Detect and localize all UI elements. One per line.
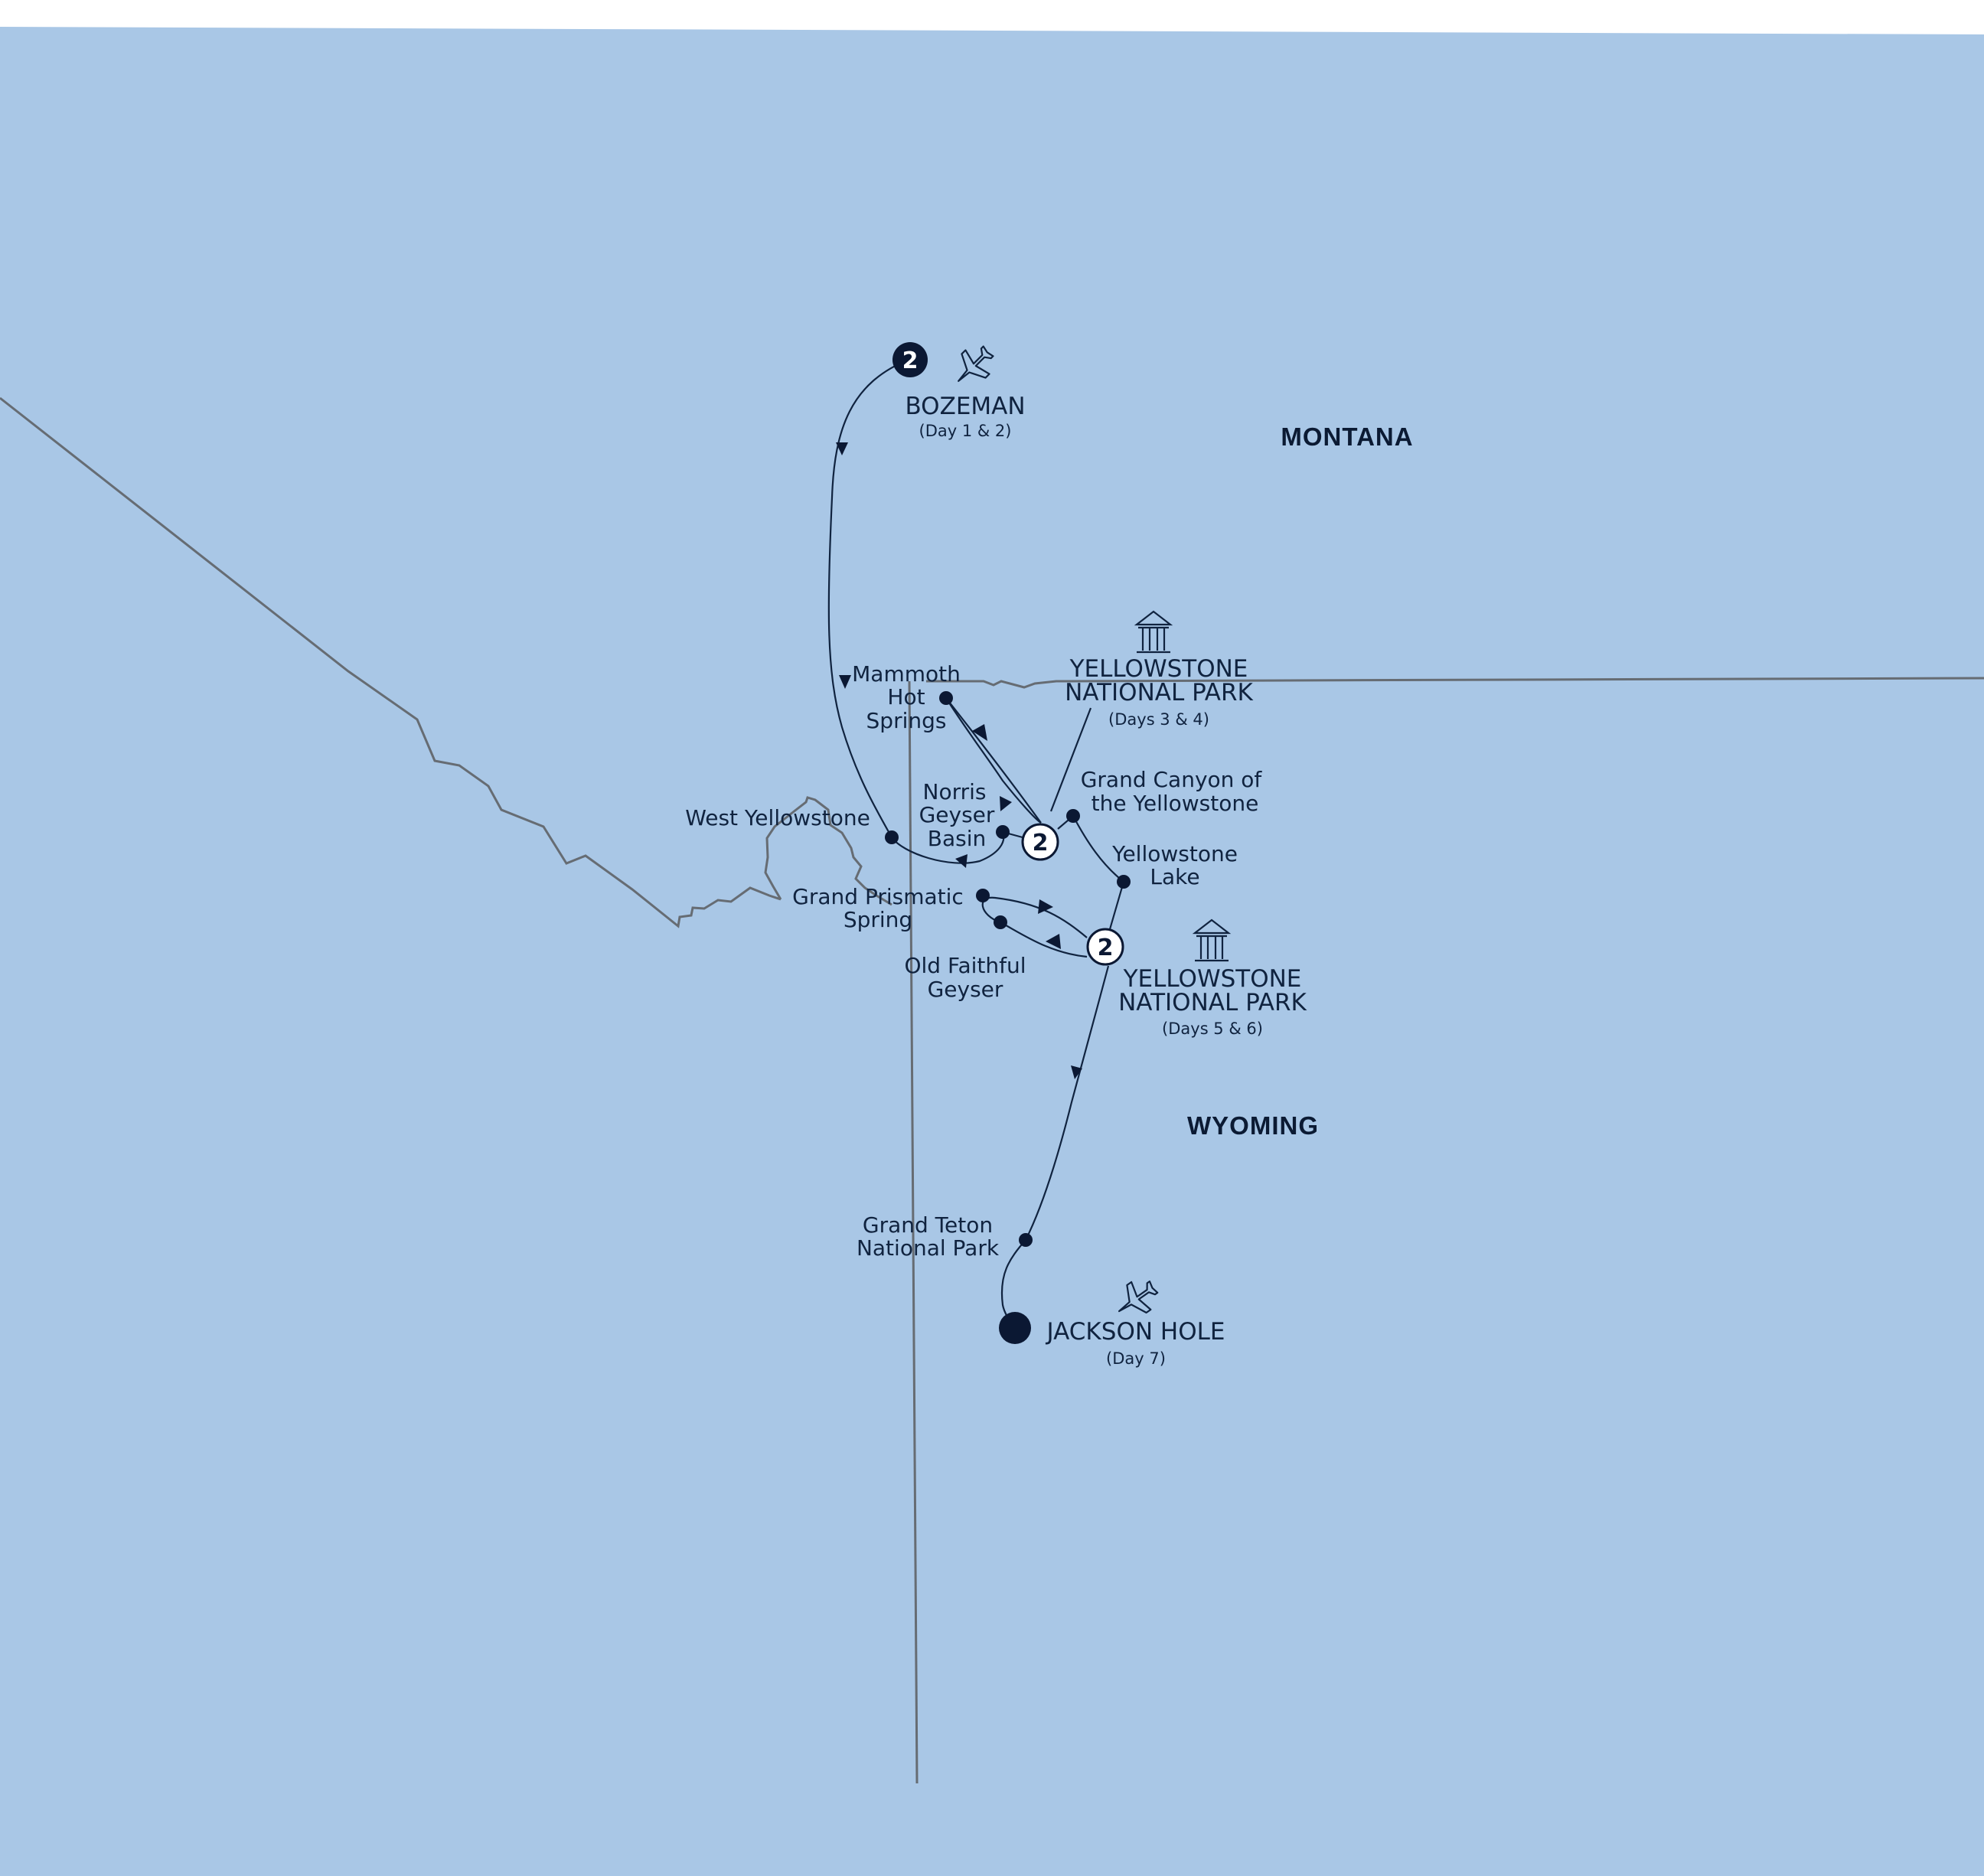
jackson-hole-label: JACKSON HOLE: [1046, 1318, 1225, 1346]
route-bozeman-west-yellowstone: [827, 358, 909, 838]
overnight-marker-park-north: 2: [1021, 823, 1059, 861]
bozeman-start-circle: [892, 342, 928, 377]
stop-label-grand-prismatic: Grand Prismatic Spring: [792, 884, 964, 932]
park-north-circle: [1021, 823, 1059, 861]
norris-label-line3: Basin: [928, 826, 986, 851]
old-faithful-label-line2: Geyser: [928, 977, 1003, 1002]
park-south-days: (Days 5 & 6): [1162, 1020, 1263, 1038]
route: [827, 358, 1125, 1329]
stop-marker-grand-prismatic: [976, 889, 990, 902]
route-grand-canyon-lake: [1072, 815, 1124, 883]
jackson-hole-end-marker: [999, 1312, 1031, 1344]
arrow-7: [1046, 934, 1061, 949]
stop-label-west-yellowstone: West Yellowstone: [685, 805, 870, 830]
idaho-montana-border: [0, 396, 782, 928]
stop-marker-grand-canyon: [1066, 809, 1080, 823]
grand-prismatic-label-line1: Grand Prismatic: [792, 884, 964, 909]
overnight-marker-bozeman: 2: [892, 342, 928, 377]
stop-marker-mammoth: [939, 691, 953, 705]
mammoth-label-line1: Mammoth: [852, 661, 961, 687]
park-north-label-line2: NATIONAL PARK: [1065, 679, 1253, 706]
stop-label-grand-canyon: Grand Canyon of the Yellowstone: [1081, 767, 1263, 816]
grand-teton-label-line2: National Park: [857, 1235, 1000, 1261]
state-borders: [0, 396, 1984, 1784]
norris-label-line2: Geyser: [919, 802, 995, 827]
arrow-4: [972, 724, 987, 741]
grand-teton-label-line1: Grand Teton: [863, 1212, 993, 1238]
route-south-hub-teton: [1025, 965, 1110, 1241]
grand-canyon-label-line1: Grand Canyon of: [1081, 767, 1263, 792]
park-north-leader-line: [1049, 707, 1092, 812]
yellowstone-lake-label-line1: Yellowstone: [1111, 841, 1238, 866]
state-label-wyoming: WYOMING: [1187, 1111, 1319, 1140]
bozeman-label: BOZEMAN: [905, 393, 1025, 420]
grand-canyon-label-line2: the Yellowstone: [1092, 791, 1259, 816]
grand-prismatic-label-line2: Spring: [844, 907, 912, 932]
arrow-1: [836, 442, 848, 455]
park-north-nights-count: 2: [1033, 830, 1049, 856]
stop-label-grand-teton: Grand Teton National Park: [857, 1212, 1000, 1261]
stop-marker-grand-teton: [1019, 1233, 1033, 1247]
lodge-icon: [1134, 610, 1173, 654]
old-faithful-label-line1: Old Faithful: [904, 953, 1026, 978]
arrow-2: [839, 675, 851, 689]
stop-markers: [885, 691, 1131, 1247]
route-loop-back: [1000, 922, 1088, 958]
arrow-8: [1071, 1065, 1082, 1079]
bozeman-days: (Day 1 & 2): [919, 422, 1012, 440]
route-hub-mammoth-out: [945, 697, 1042, 824]
stop-label-norris: Norris Geyser Basin: [919, 779, 995, 851]
park-south-label-line1: YELLOWSTONE: [1123, 965, 1302, 993]
route-west-yellowstone-norris: [891, 831, 1005, 864]
jackson-hole-days: (Day 7): [1106, 1349, 1166, 1368]
arrow-3: [955, 854, 968, 868]
airplane-icon: [1118, 1281, 1159, 1314]
state-label-montana: MONTANA: [1281, 423, 1413, 451]
route-loop-to-prismatic: [981, 896, 1088, 938]
park-south-label-line2: NATIONAL PARK: [1118, 989, 1307, 1016]
norris-label-line1: Norris: [923, 779, 987, 804]
stop-marker-old-faithful: [994, 915, 1007, 929]
arrow-6: [1038, 899, 1053, 914]
park-north-days: (Days 3 & 4): [1108, 710, 1209, 729]
stop-label-mammoth: Mammoth Hot Springs: [852, 661, 961, 733]
stop-marker-yellowstone-lake: [1117, 875, 1131, 889]
park-north-label-line1: YELLOWSTONE: [1069, 655, 1248, 683]
map-background: [0, 27, 1984, 1876]
route-lake-south-hub: [1108, 881, 1125, 930]
arrow-5: [1000, 796, 1012, 811]
park-south-circle: [1086, 928, 1124, 966]
airplane-icon: [958, 345, 994, 382]
park-west-border: [764, 796, 892, 906]
stop-marker-west-yellowstone: [885, 830, 899, 844]
mammoth-label-line3: Springs: [866, 708, 947, 733]
stop-label-yellowstone-lake: Yellowstone Lake: [1111, 841, 1238, 889]
bozeman-nights-count: 2: [902, 347, 919, 374]
overnight-marker-park-south: 2: [1086, 928, 1124, 966]
stop-label-old-faithful: Old Faithful Geyser: [904, 953, 1026, 1002]
route-mammoth-hub-back: [945, 697, 1042, 824]
montana-wyoming-border: [926, 677, 1984, 689]
yellowstone-lake-label-line2: Lake: [1150, 864, 1199, 889]
mammoth-label-line2: Hot: [887, 684, 925, 710]
stop-marker-norris: [996, 825, 1010, 839]
park-south-nights-count: 2: [1098, 935, 1114, 961]
lodge-icon: [1192, 918, 1232, 962]
route-arrows: [836, 442, 1082, 1079]
idaho-wyoming-border: [908, 680, 919, 1784]
